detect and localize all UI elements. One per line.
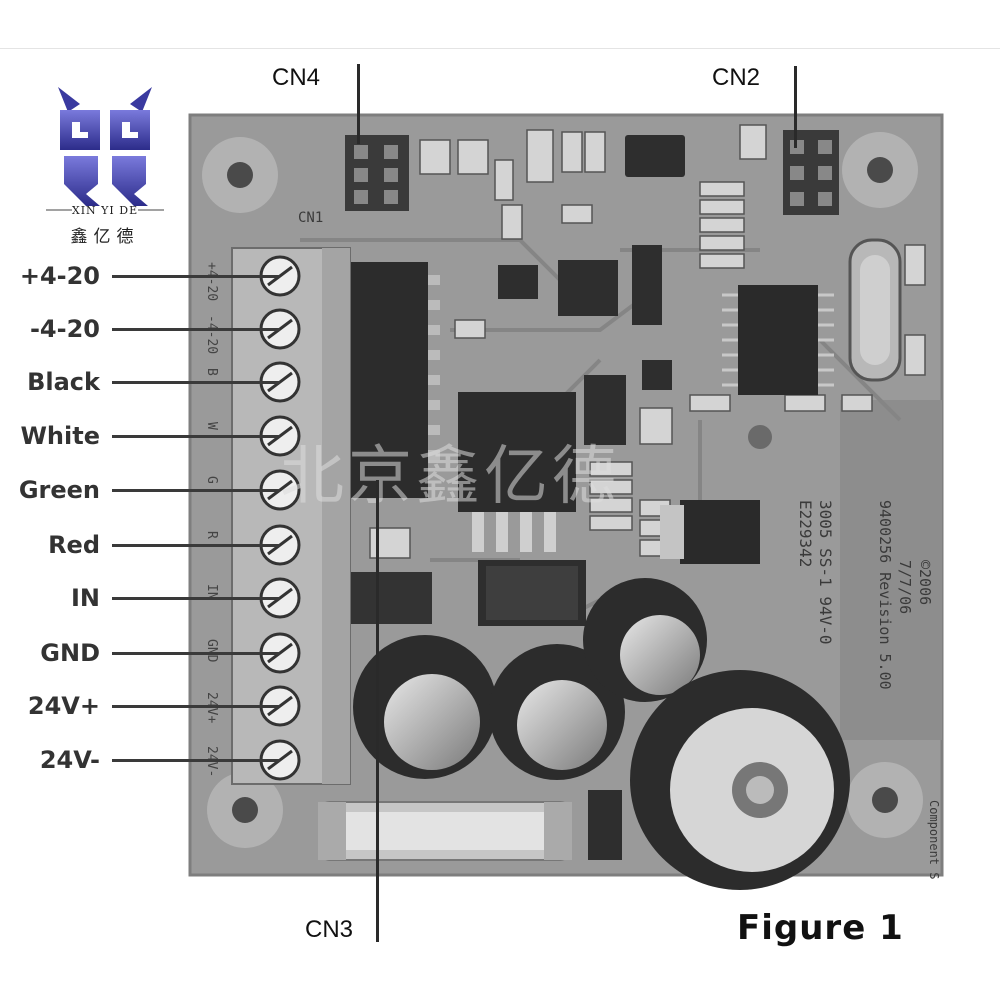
- u4-ic: [738, 285, 818, 395]
- pin-label-minus-4-20: -4-20: [29, 315, 100, 343]
- inductor-l1: [630, 670, 850, 890]
- silk-pin-mark: +4-20: [204, 262, 219, 301]
- silk-cn1: CN1: [298, 210, 323, 226]
- cn4-leader: [357, 64, 360, 144]
- xinyide-logo: [46, 87, 164, 211]
- pin-leader: [112, 652, 280, 655]
- pin-label-in: IN: [70, 584, 100, 612]
- capacitor-c8: [489, 644, 625, 780]
- silk-cert: E229342: [796, 500, 815, 567]
- silk-rating: 3005 SS-1 94V-0: [816, 500, 835, 645]
- pin-label-24v-minus: 24V-: [39, 746, 100, 774]
- logo-chinese: 鑫亿德: [70, 227, 140, 247]
- pin-leader: [112, 597, 280, 600]
- silk-pin-mark: R: [204, 531, 219, 539]
- u3-regulator: [680, 500, 760, 564]
- pin-label-white: White: [20, 422, 100, 450]
- silk-pin-mark: -4-20: [204, 315, 219, 354]
- top-divider: [0, 48, 1000, 49]
- pin-leader: [112, 489, 280, 492]
- cn2-label: CN2: [712, 64, 761, 91]
- u2-regulator: [458, 392, 576, 512]
- cn4-label: CN4: [272, 64, 321, 91]
- logo-subtitle: XIN YI DE: [71, 204, 139, 217]
- silk-side: Component S: [927, 800, 941, 879]
- capacitor-c15: [353, 635, 497, 779]
- cn3-label: CN3: [305, 916, 354, 943]
- silk-date: 7/7/06: [896, 560, 914, 614]
- pin-leader: [112, 435, 280, 438]
- silk-pin-mark: G: [204, 476, 219, 484]
- pin-leader: [112, 759, 280, 762]
- pin-leader: [112, 328, 280, 331]
- silk-pin-mark: GND: [204, 639, 219, 663]
- pin-label-green: Green: [18, 476, 100, 504]
- pin-label-black: Black: [27, 368, 100, 396]
- pin-label-gnd: GND: [40, 639, 100, 667]
- pin-leader: [112, 381, 280, 384]
- pin-leader: [112, 705, 280, 708]
- silk-pin-mark: IN: [204, 584, 219, 600]
- silk-pin-mark: B: [204, 368, 219, 376]
- silk-part-number: 9400256 Revision 5.00: [876, 500, 894, 690]
- silk-copyright: ©2006: [916, 560, 934, 605]
- silk-pin-mark: W: [204, 422, 219, 430]
- pin-label-24v-plus: 24V+: [27, 692, 100, 720]
- pin-leader: [112, 544, 280, 547]
- pin-leader: [112, 275, 280, 278]
- watermark: 北京鑫亿德: [280, 440, 620, 514]
- figure-caption: Figure 1: [737, 908, 904, 948]
- capacitor-c9: [583, 578, 707, 702]
- u1-ic: [348, 262, 428, 498]
- pin-label-plus-4-20: +4-20: [19, 262, 100, 290]
- cn3-leader: [376, 480, 379, 942]
- pin-label-red: Red: [48, 531, 100, 559]
- cn2-leader: [794, 66, 797, 148]
